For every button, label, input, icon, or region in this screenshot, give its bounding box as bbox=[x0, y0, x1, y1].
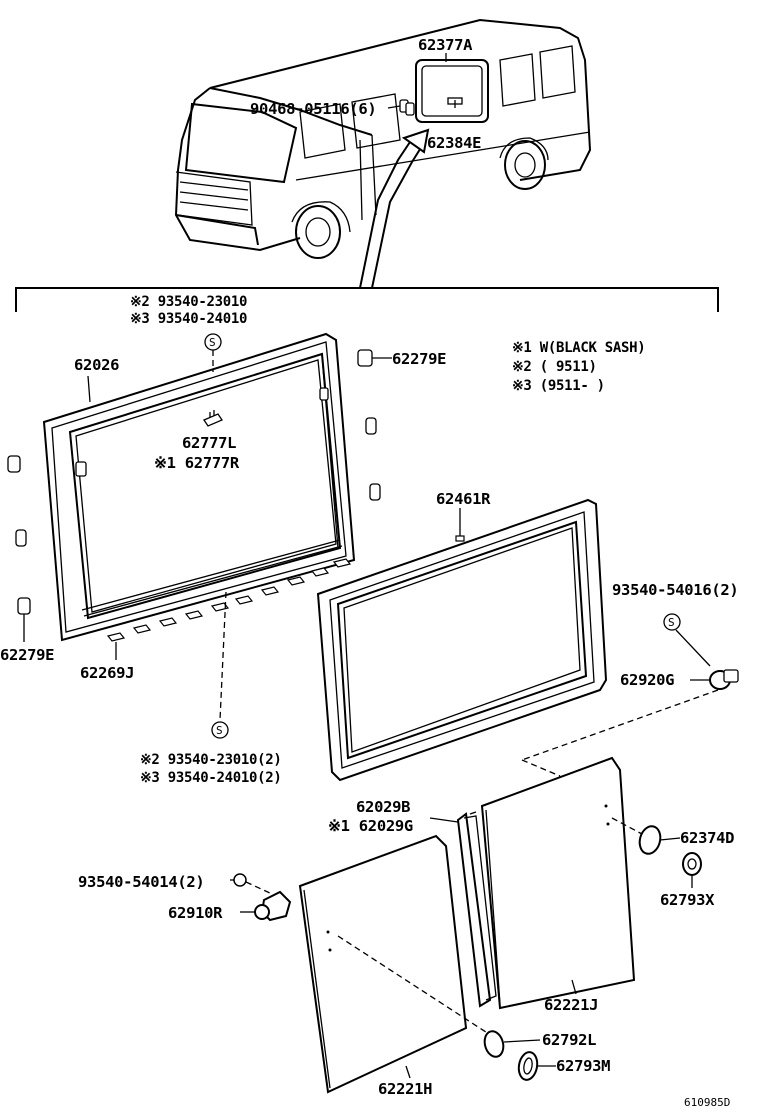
label-62793M: 62793M bbox=[556, 1057, 610, 1075]
label-62279E-bottom: 62279E bbox=[0, 646, 54, 664]
label-62377A: 62377A bbox=[418, 36, 473, 54]
runner-piece bbox=[7, 455, 21, 473]
screw-mark-top: S bbox=[204, 333, 222, 372]
label-62793X: 62793X bbox=[660, 891, 715, 909]
label-62384E: 62384E bbox=[427, 134, 481, 152]
legend-row-3: ※3 (9511- ) bbox=[512, 378, 605, 394]
label-s3-top: ※3 93540-24010 bbox=[130, 311, 247, 327]
label-62029G: ※1 62029G bbox=[328, 817, 413, 835]
label-62279E-top: 62279E bbox=[392, 350, 446, 368]
cushion-62793M bbox=[517, 1051, 556, 1081]
label-62777R: ※1 62777R bbox=[154, 454, 240, 472]
weatherstrip-62461R bbox=[316, 498, 608, 782]
leader-62221H bbox=[405, 1065, 411, 1079]
screw-mark-right: S bbox=[663, 613, 711, 667]
roller-62920G bbox=[690, 669, 739, 690]
label-90468-05116: 90468-05116(6) bbox=[250, 100, 376, 118]
label-62221H: 62221H bbox=[378, 1080, 432, 1098]
frame-62026 bbox=[42, 332, 356, 642]
svg-text:S: S bbox=[216, 724, 223, 737]
label-62792L: 62792L bbox=[542, 1031, 596, 1049]
svg-text:S: S bbox=[668, 616, 675, 629]
label-93540-54014: 93540-54014(2) bbox=[78, 873, 204, 891]
legend-row-2: ※2 ( 9511) bbox=[512, 359, 597, 375]
leader-62221J bbox=[571, 979, 577, 995]
label-62029B: 62029B bbox=[356, 798, 410, 816]
cap-62374D bbox=[611, 817, 662, 855]
cushion-62793X bbox=[682, 852, 702, 888]
dashed-line-62920G-b bbox=[521, 759, 561, 777]
dashed-line-62792L bbox=[337, 935, 493, 1037]
runner-piece bbox=[369, 483, 381, 501]
assembly-bracket bbox=[15, 287, 719, 312]
label-62374D: 62374D bbox=[680, 829, 734, 847]
runner-62279E-top bbox=[357, 349, 392, 367]
runner-piece bbox=[365, 417, 377, 435]
van-illustration bbox=[174, 18, 592, 289]
label-s2-bottom: ※2 93540-23010(2) bbox=[140, 752, 282, 768]
leader-62026 bbox=[87, 375, 91, 403]
label-62026: 62026 bbox=[74, 356, 119, 374]
leader-62029 bbox=[429, 817, 459, 823]
label-s3-bottom: ※3 93540-24010(2) bbox=[140, 770, 282, 786]
legend-row-1: ※1 W(BLACK SASH) bbox=[512, 340, 645, 356]
screw-93540-54014 bbox=[230, 873, 273, 895]
glass-62221J bbox=[480, 756, 636, 1010]
label-62461R: 62461R bbox=[436, 490, 491, 508]
label-62221J: 62221J bbox=[544, 996, 598, 1014]
cap-62792L bbox=[483, 1030, 541, 1058]
legend: ※1 W(BLACK SASH) ※2 ( 9511) ※3 (9511- ) bbox=[512, 340, 646, 394]
screw-mark-bottom: S bbox=[211, 591, 229, 739]
label-62777L: 62777L bbox=[182, 434, 236, 452]
leader-90468 bbox=[387, 105, 401, 109]
label-62910R: 62910R bbox=[168, 904, 223, 922]
runner-62279E-bottom bbox=[17, 597, 31, 642]
label-62269J: 62269J bbox=[80, 664, 134, 682]
runner-piece bbox=[15, 529, 27, 547]
diagram-code: 610985D bbox=[684, 1096, 730, 1109]
label-93540-54016: 93540-54016(2) bbox=[612, 581, 738, 599]
svg-text:S: S bbox=[209, 336, 216, 349]
dashed-line-62920G bbox=[521, 689, 719, 761]
tabs-62269J bbox=[106, 558, 352, 660]
label-62920G: 62920G bbox=[620, 671, 674, 689]
leader-62374D bbox=[659, 837, 681, 841]
label-s2-top: ※2 93540-23010 bbox=[130, 294, 247, 310]
division-bar-62029 bbox=[456, 811, 497, 1008]
roller-62910R bbox=[240, 890, 292, 922]
glass-62221H bbox=[298, 834, 468, 1094]
